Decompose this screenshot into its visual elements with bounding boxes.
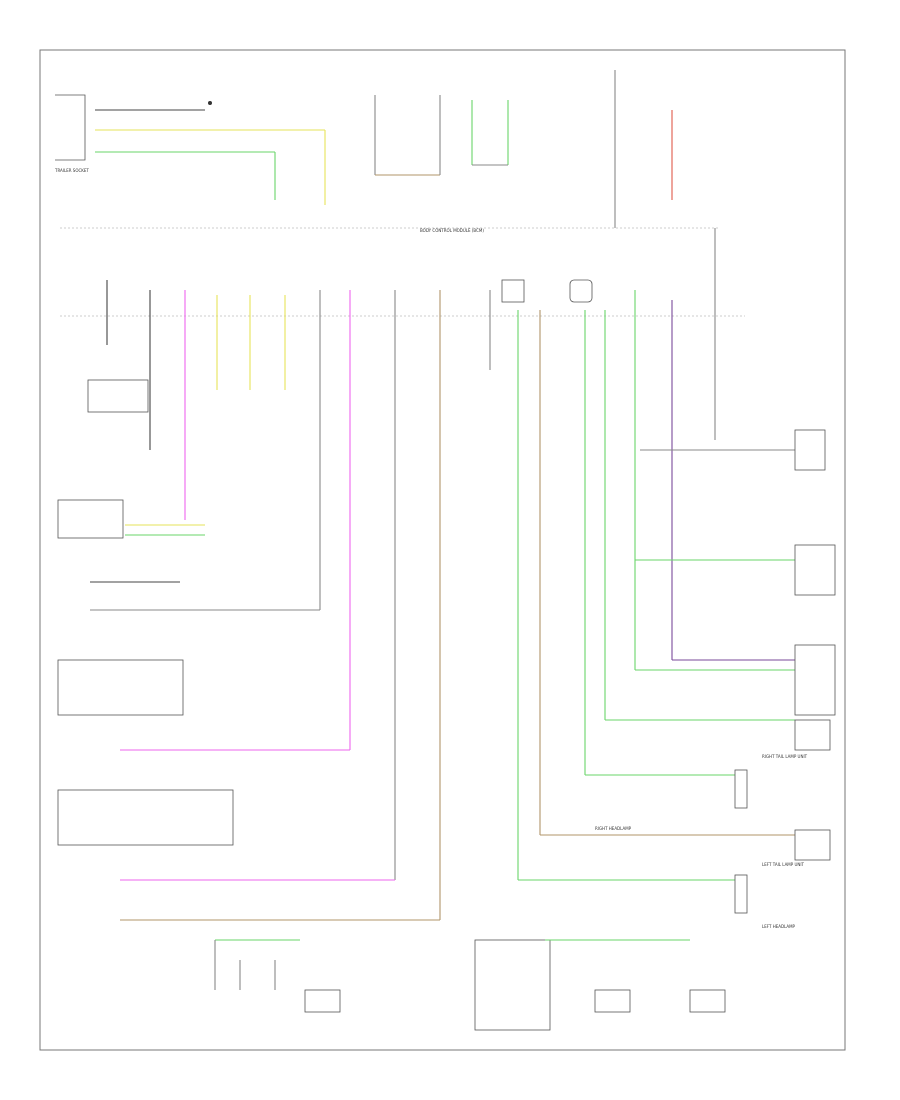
bus-drops: [106, 228, 716, 920]
right-headlamp-relay: [569, 279, 593, 303]
bcm-label: BODY CONTROL MODULE (BCM): [420, 228, 484, 233]
left-tail-lamp-label: LEFT TAIL LAMP UNIT: [762, 862, 805, 867]
bottom-components: [214, 939, 726, 1031]
right-tail-lamp-label: RIGHT TAIL LAMP UNIT: [762, 754, 808, 759]
left-headlamp-label: LEFT HEADLAMP: [762, 924, 796, 929]
right-headlamp-label: RIGHT HEADLAMP: [595, 826, 632, 831]
left-headlamp-relay: [501, 279, 525, 303]
right-side-components: [518, 429, 836, 914]
trailer-socket-label: TRAILER SOCKET: [54, 168, 89, 173]
left-side-components: [57, 379, 440, 921]
top-middle-connectors: [374, 70, 673, 228]
diagram-frame: [39, 49, 846, 1051]
trailer-connector-top-left: [55, 94, 326, 205]
